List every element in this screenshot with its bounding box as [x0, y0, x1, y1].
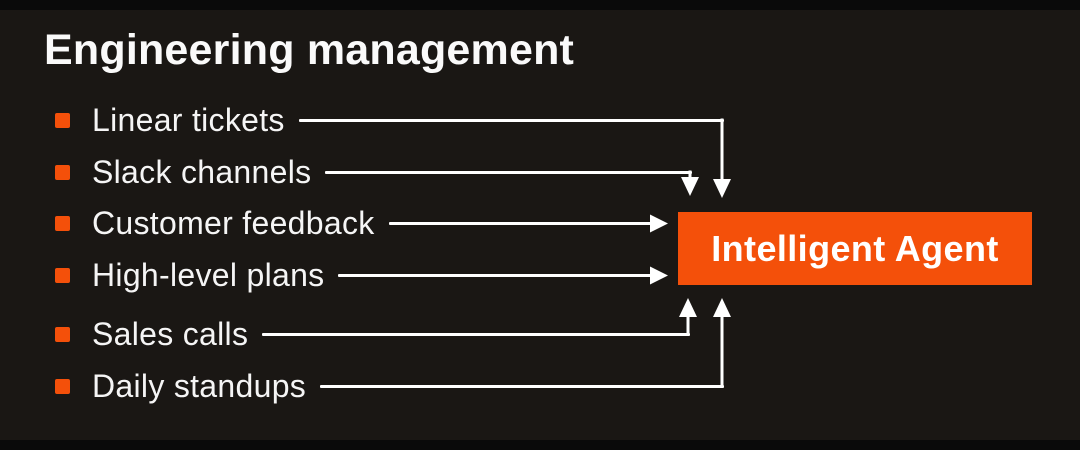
source-item-linear-tickets: Linear tickets [55, 100, 724, 140]
connector-line-daily-standups [320, 384, 724, 388]
arrow-right-icon [650, 214, 668, 233]
source-item-label: Linear tickets [92, 101, 285, 138]
source-item-daily-standups: Daily standups [55, 366, 724, 406]
bullet-square-icon [55, 267, 70, 283]
source-item-customer-feedback: Customer feedback [55, 203, 651, 243]
source-item-label: Customer feedback [92, 204, 375, 241]
source-item-label: Daily standups [92, 367, 307, 404]
source-item-sales-calls: Sales calls [55, 314, 690, 354]
bottom-letterbox-bar [0, 440, 1080, 450]
intelligent-agent-label: Intelligent Agent [711, 227, 999, 269]
bullet-square-icon [55, 164, 70, 180]
source-item-slack-channels: Slack channels [55, 152, 692, 192]
source-item-label: High-level plans [92, 256, 325, 293]
arrow-up-icon [713, 298, 731, 317]
bullet-square-icon [55, 215, 70, 231]
top-letterbox-bar [0, 0, 1080, 10]
arrow-down-icon [713, 179, 731, 198]
intelligent-agent-node: Intelligent Agent [678, 212, 1032, 285]
slide-title: Engineering management [44, 26, 575, 74]
bullet-square-icon [55, 326, 70, 342]
connector-line-customer-feedback [388, 221, 651, 225]
source-item-high-level-plans: High-level plans [55, 255, 651, 295]
bullet-square-icon [55, 112, 70, 128]
connector-high-level-plans-to-agent [650, 266, 668, 285]
source-item-label: Slack channels [92, 153, 312, 190]
connector-customer-feedback-to-agent [650, 214, 668, 233]
connector-line-linear-tickets [298, 118, 724, 122]
bullet-square-icon [55, 378, 70, 394]
connector-line-sales-calls [262, 332, 690, 336]
source-item-label: Sales calls [92, 315, 249, 352]
connector-line-high-level-plans [338, 273, 651, 277]
arrow-right-icon [650, 266, 668, 285]
connector-line-slack-channels [325, 170, 692, 174]
